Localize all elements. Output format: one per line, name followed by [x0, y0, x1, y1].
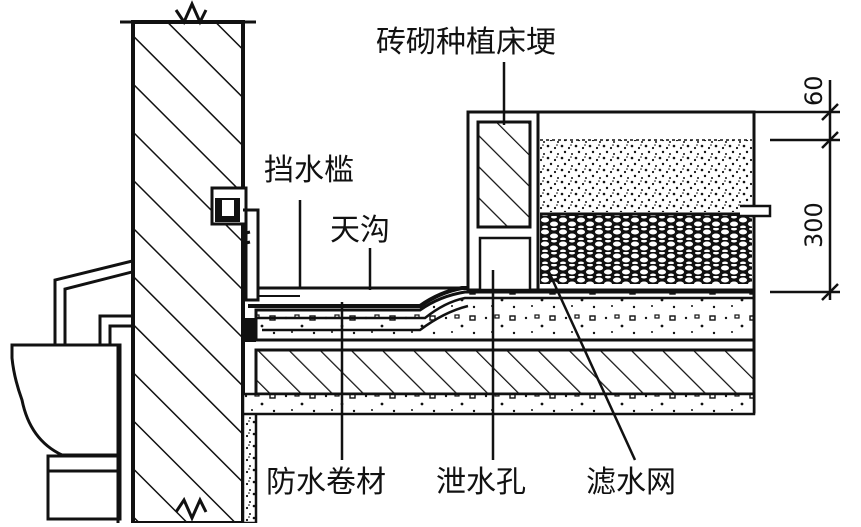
roof-layers: [241, 286, 756, 416]
label-waterproof-membrane: 防水卷材: [266, 465, 386, 500]
leader-lines: [298, 62, 637, 461]
wall-plaster: [241, 408, 258, 525]
exterior-wall: [116, 0, 256, 525]
dimension-300: 300: [800, 202, 828, 248]
planting-bed: [466, 110, 772, 292]
label-drain-hole: 泄水孔: [436, 465, 526, 500]
label-water-stop-sill: 挡水槛: [264, 153, 354, 188]
label-filter-mesh: 滤水网: [586, 465, 676, 500]
label-gutter: 天沟: [330, 213, 390, 248]
dimension-lines: [754, 80, 840, 301]
dimension-60: 60: [800, 75, 828, 106]
scupper-fitting: [210, 186, 260, 302]
label-brick-bed-curb: 砖砌种植床埂: [376, 25, 556, 60]
parapet-cap: [10, 343, 122, 521]
